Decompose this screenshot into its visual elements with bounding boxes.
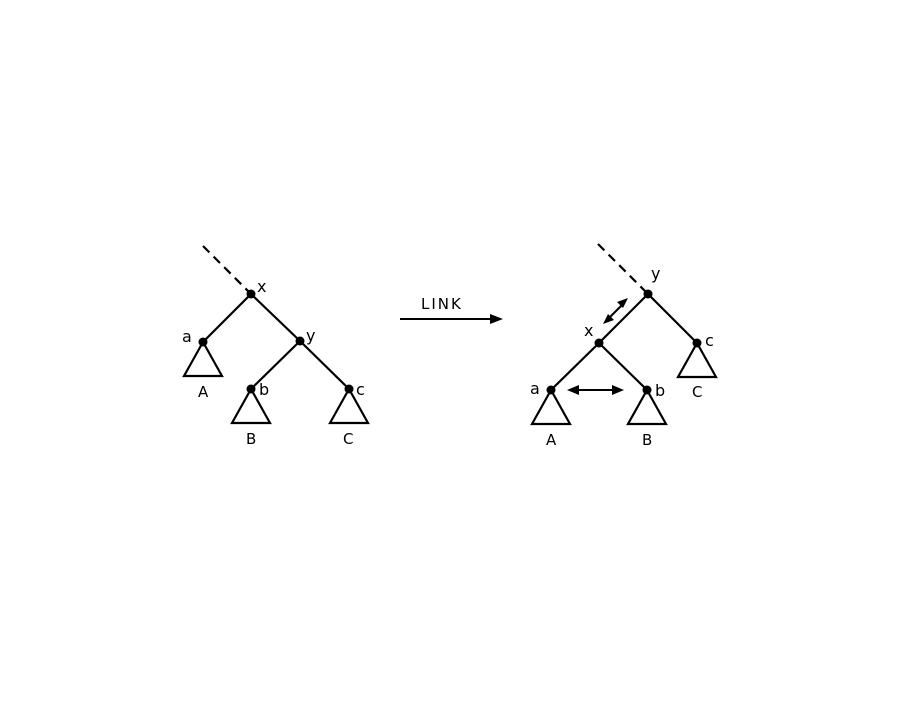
after-swap-arrows: [567, 298, 628, 395]
before-edge-x-a: [202, 293, 252, 343]
before-label-c: c: [356, 380, 365, 399]
after-node-a: [546, 385, 556, 395]
link-arrow-head: [490, 314, 503, 324]
after-label-B: B: [642, 431, 652, 449]
before-edge-y-c: [299, 340, 350, 390]
before-label-b: b: [259, 380, 269, 399]
before-label-x: x: [257, 277, 266, 296]
before-label-C: C: [343, 430, 353, 448]
after-labels: y x c a b A B C: [530, 264, 714, 449]
swap-arrow-diagonal-head-upper: [617, 298, 628, 308]
after-label-x: x: [584, 321, 593, 340]
swap-arrow-horizontal-head-left: [567, 385, 579, 395]
before-label-B: B: [246, 430, 256, 448]
before-subtree-A: [182, 339, 224, 378]
before-label-A: A: [198, 383, 209, 401]
after-node-b: [642, 385, 652, 395]
before-label-y: y: [306, 326, 315, 345]
before-node-b: [246, 384, 256, 394]
before-subtree-C: [328, 386, 370, 425]
after-edge-x-b: [598, 342, 648, 391]
after-node-c: [692, 338, 702, 348]
after-edge-y-x: [598, 293, 649, 344]
after-label-y: y: [651, 264, 660, 283]
before-subtree-B: [230, 386, 272, 425]
swap-arrow-diagonal-shaft: [608, 304, 623, 319]
before-label-a: a: [182, 327, 192, 346]
before-nodes: [198, 289, 354, 394]
after-label-a: a: [530, 379, 540, 398]
swap-arrow-diagonal-head-lower: [603, 314, 614, 324]
before-tree: [182, 245, 370, 425]
before-node-y: [295, 336, 305, 346]
after-label-b: b: [655, 381, 665, 400]
after-tree: [530, 243, 718, 426]
after-label-A: A: [546, 431, 557, 449]
before-parent-edge: [202, 245, 252, 295]
after-edge-x-a: [550, 342, 600, 391]
after-nodes: [546, 289, 702, 395]
after-node-y: [643, 289, 653, 299]
before-labels: x a y b c A B C: [182, 277, 365, 448]
after-label-c: c: [705, 331, 714, 350]
swap-arrow-horizontal-head-right: [612, 385, 624, 395]
link-label: LINK: [421, 295, 463, 313]
before-edge-x-y: [250, 293, 301, 342]
before-node-c: [344, 384, 354, 394]
link-operation: LINK: [400, 295, 503, 324]
before-edge-y-b: [250, 340, 301, 390]
before-node-x: [246, 289, 256, 299]
after-label-C: C: [692, 383, 702, 401]
after-parent-edge: [597, 243, 649, 295]
after-subtree-A: [530, 387, 572, 426]
after-edge-y-c: [647, 293, 698, 344]
after-node-x: [594, 338, 604, 348]
after-subtree-B: [626, 387, 668, 426]
after-subtree-C: [676, 340, 718, 379]
before-node-a: [198, 337, 208, 347]
